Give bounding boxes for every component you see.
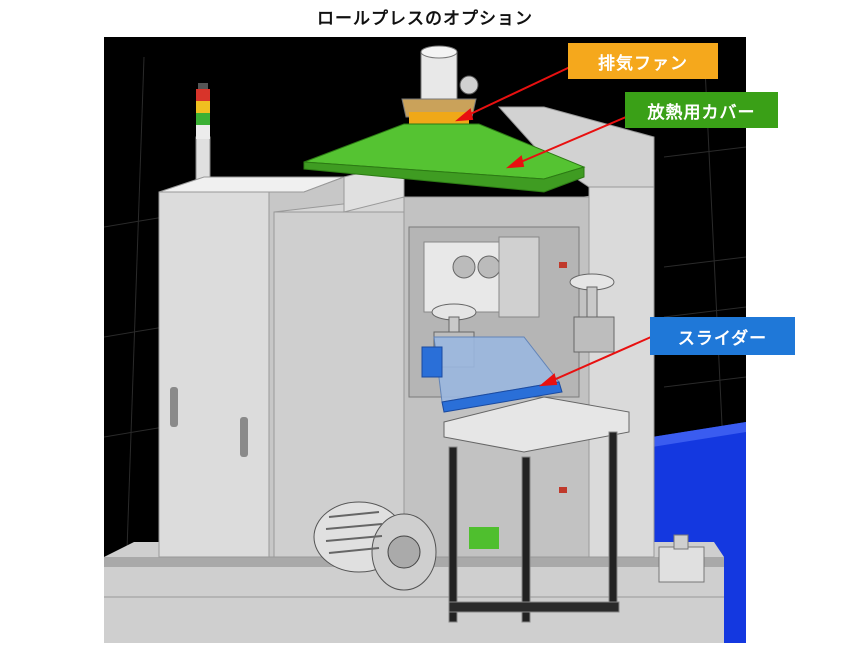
press-body (273, 106, 655, 558)
signal-tower (195, 83, 211, 193)
control-box (658, 534, 705, 583)
machine-render (104, 37, 746, 643)
slider-label: スライダー (650, 317, 795, 355)
heat-cover-label: 放熱用カバー (625, 92, 778, 128)
exhaust-fan (401, 45, 479, 124)
annotation-arrows (454, 66, 652, 387)
slider-part (421, 336, 563, 413)
diagram-title: ロールプレスのオプション (317, 9, 533, 29)
front-stand (443, 396, 630, 623)
motor (313, 501, 437, 591)
exhaust-fan-label: 排気ファン (568, 43, 718, 79)
